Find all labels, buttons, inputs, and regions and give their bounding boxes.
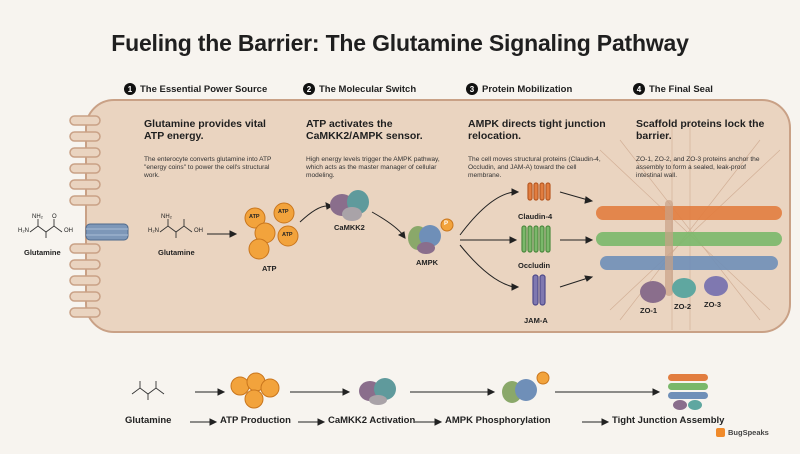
step-label-text: Protein Mobilization [482, 83, 573, 95]
oh-inside-label: OH [194, 228, 203, 234]
summary-arrows [190, 388, 661, 426]
flow-tight-junction-assembly: Tight Junction Assembly [612, 415, 725, 426]
o-label: O [52, 214, 57, 220]
brand-icon [716, 428, 725, 437]
step-label-text: The Final Seal [649, 83, 713, 95]
zo-1-label: ZO-1 [640, 306, 658, 315]
step-number: 4 [633, 83, 645, 95]
h2n-inside-label: H₂N [148, 228, 159, 234]
atp-coin-text: ATP [282, 232, 293, 238]
atp-label: ATP [262, 264, 277, 273]
jam-a-label: JAM-A [524, 316, 548, 325]
flow-ampk-phosphorylation: AMPK Phosphorylation [445, 415, 551, 426]
camkk2-protein [330, 190, 369, 221]
pathway-arrows [207, 188, 594, 291]
step-label-text: The Essential Power Source [140, 83, 268, 95]
atp-coin-text: ATP [278, 209, 289, 215]
brand-logo: BugSpeaks [716, 428, 769, 437]
step-2-description: High energy levels trigger the AMPK path… [306, 156, 440, 179]
jam-a-protein [532, 274, 546, 306]
glutamine-inside-label: Glutamine [158, 248, 195, 257]
nh2-label: NH₂ [32, 214, 43, 220]
step-3-label: 3 Protein Mobilization [466, 83, 572, 95]
phospho-label: P [444, 221, 449, 227]
zo-3-label: ZO-3 [704, 300, 722, 309]
zo-2-label: ZO-2 [674, 302, 692, 311]
summary-atp-coins [230, 372, 280, 409]
atp-coin-text: ATP [249, 214, 260, 220]
claudin-4-label: Claudin-4 [518, 212, 553, 221]
step-number: 3 [466, 83, 478, 95]
step-4-label: 4 The Final Seal [633, 83, 713, 95]
claudin-4-protein [527, 182, 551, 201]
step-number: 2 [303, 83, 315, 95]
tight-junction-assembly [596, 120, 782, 330]
flow-atp-production: ATP Production [220, 415, 291, 426]
flow-glutamine: Glutamine [125, 415, 172, 426]
page-title: Fueling the Barrier: The Glutamine Signa… [111, 30, 689, 56]
occludin-label: Occludin [518, 261, 551, 270]
enterocyte-cell [85, 99, 791, 333]
h2n-label: H₂N [18, 228, 29, 234]
summary-camkk2 [359, 378, 396, 405]
atp-coins [244, 202, 299, 260]
step-1-label: 1 The Essential Power Source [124, 83, 267, 95]
microvilli [69, 115, 101, 318]
nh2-inside-label: NH₂ [161, 214, 172, 220]
step-number: 1 [124, 83, 136, 95]
summary-tight-junction [668, 374, 708, 410]
camkk2-label: CaMKK2 [334, 223, 365, 232]
glutamine-transporter [85, 223, 129, 241]
occludin-protein [521, 225, 551, 253]
summary-ampk [502, 371, 550, 403]
step-1-description: The enterocyte converts glutamine into A… [144, 156, 272, 179]
step-2-label: 2 The Molecular Switch [303, 83, 416, 95]
ampk-protein [408, 218, 454, 254]
glutamine-structure-outside [29, 219, 63, 238]
brand-name: BugSpeaks [728, 428, 769, 437]
step-3-description: The cell moves structural proteins (Clau… [468, 156, 601, 179]
step-4-description: ZO-1, ZO-2, and ZO-3 proteins anchor the… [636, 156, 760, 179]
ampk-label: AMPK [416, 258, 439, 267]
glutamine-structure-inside [159, 219, 193, 238]
step-4-heading: Scaffold proteins lock the barrier. [636, 118, 765, 142]
glutamine-outside-label: Glutamine [24, 248, 61, 257]
summary-glutamine-structure [131, 381, 165, 400]
step-1-heading: Glutamine provides vital ATP energy. [144, 118, 266, 142]
step-label-text: The Molecular Switch [319, 83, 417, 95]
flow-camkk2-activation: CaMKK2 Activation [328, 415, 416, 426]
step-2-heading: ATP activates the CaMKK2/AMPK sensor. [306, 118, 423, 142]
step-3-heading: AMPK directs tight junction relocation. [468, 118, 606, 142]
oh-label: OH [64, 228, 73, 234]
